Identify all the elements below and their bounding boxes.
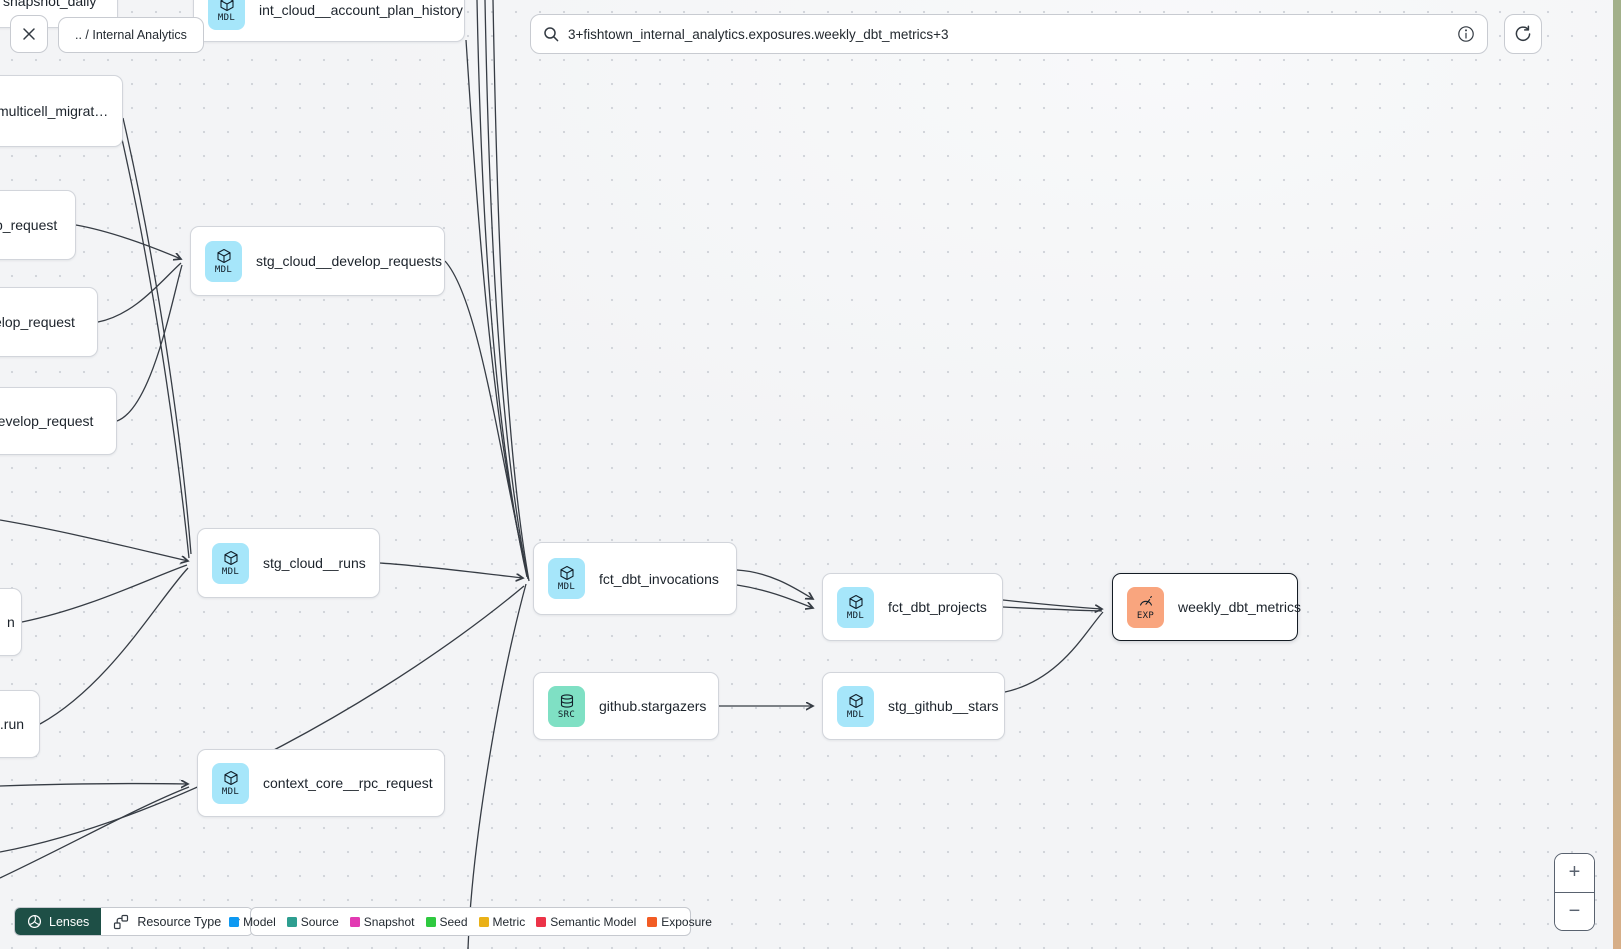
node-velop-request[interactable]: velop_request [0, 287, 98, 357]
node-label: stg_cloud__develop_requests [256, 253, 443, 269]
lenses-button[interactable]: Lenses [15, 908, 102, 935]
model-icon [223, 770, 238, 785]
exposure-icon [1139, 595, 1152, 606]
node-fct-dbt-invocations[interactable]: MDL fct_dbt_invocations [533, 542, 737, 615]
breadcrumb-label: .. / Internal Analytics [75, 28, 187, 42]
source-swatch [286, 916, 297, 927]
node-label: int_cloud__account_plan_history [259, 1, 463, 18]
resource-type-label: Resource Type [137, 914, 222, 929]
node-label: multicell_migrat… [0, 103, 109, 119]
node-label: stg_cloud__runs [263, 555, 366, 571]
node-label: fct_dbt_invocations [599, 570, 719, 587]
node-label: snapshot_daily [3, 0, 97, 9]
search-icon [544, 27, 559, 42]
node-github-stargazers[interactable]: SRC github.stargazers [533, 672, 719, 740]
resource-type-legend: Model Source Snapshot Seed Metric Semant… [229, 907, 712, 936]
node-context-core-rpc-request[interactable]: MDL context_core__rpc_request [197, 749, 445, 817]
exposure-swatch [647, 916, 658, 927]
breadcrumb[interactable]: .. / Internal Analytics [58, 17, 204, 53]
desktop-wallpaper-edge [1613, 0, 1621, 949]
node-int-cloud-account-plan-history[interactable]: MDL int_cloud__account_plan_history [193, 0, 465, 42]
close-button[interactable] [10, 15, 48, 53]
search-bar [530, 14, 1488, 54]
lenses-icon [27, 914, 42, 929]
close-icon [23, 28, 35, 40]
model-badge: MDL [837, 586, 874, 628]
model-icon [848, 594, 863, 609]
resource-type-button[interactable]: Resource Type [101, 908, 253, 935]
legend-item-seed: Seed [425, 915, 468, 929]
node-label: velop_request [0, 314, 75, 330]
legend-item-model: Model [229, 915, 276, 929]
model-badge: MDL [208, 0, 245, 30]
model-icon [219, 0, 234, 12]
node-label: weekly_dbt_metrics [1178, 599, 1301, 615]
node-label: p_request [0, 217, 58, 233]
source-badge: SRC [548, 685, 585, 727]
node-develop-request[interactable]: .develop_request [0, 387, 117, 455]
lens-toolbar: Lenses Resource Type [14, 907, 254, 936]
node-n[interactable]: n [0, 588, 22, 656]
node-label: context_core__rpc_request [263, 775, 433, 791]
zoom-controls: + − [1554, 853, 1595, 931]
node-fct-dbt-projects[interactable]: MDL fct_dbt_projects [822, 573, 1003, 641]
refresh-icon [1515, 25, 1531, 42]
snapshot-swatch [349, 916, 360, 927]
legend-item-snapshot: Snapshot [349, 915, 415, 929]
model-badge: MDL [212, 762, 249, 804]
zoom-out-button[interactable]: − [1555, 892, 1594, 930]
model-badge: MDL [548, 558, 585, 599]
legend-item-exposure: Exposure [647, 915, 712, 929]
node-label: fct_dbt_projects [888, 599, 987, 615]
model-icon [848, 693, 863, 708]
info-icon[interactable] [1457, 25, 1475, 43]
node-label: t.run [0, 716, 25, 732]
node-label: n [7, 614, 15, 630]
model-badge: MDL [212, 542, 249, 584]
source-icon [560, 693, 573, 708]
node-stg-cloud-runs[interactable]: MDL stg_cloud__runs [197, 528, 380, 598]
model-badge: MDL [837, 685, 874, 727]
resource-type-icon [114, 914, 129, 929]
model-icon [223, 550, 238, 565]
lenses-label: Lenses [49, 914, 90, 929]
search-input[interactable] [568, 26, 1448, 42]
node-stg-github-stars[interactable]: MDL stg_github__stars [822, 672, 1005, 740]
node-p-request[interactable]: p_request [0, 190, 76, 260]
node-stg-cloud-develop-requests[interactable]: MDL stg_cloud__develop_requests [190, 226, 445, 296]
legend-item-semantic-model: Semantic Model [536, 915, 636, 929]
node-label: stg_github__stars [888, 698, 999, 714]
model-swatch [229, 916, 240, 927]
node-weekly-dbt-metrics[interactable]: EXP weekly_dbt_metrics [1112, 573, 1301, 641]
model-badge: MDL [205, 240, 242, 282]
node-label: .develop_request [0, 413, 94, 429]
node-t-run[interactable]: t.run [0, 690, 40, 758]
exposure-badge: EXP [1127, 586, 1164, 628]
metric-swatch [478, 916, 489, 927]
node-multicell-migrat[interactable]: multicell_migrat… [0, 75, 123, 147]
node-label: github.stargazers [599, 698, 707, 714]
model-icon [559, 565, 574, 581]
legend-item-source: Source [286, 915, 339, 929]
seed-swatch [425, 916, 436, 927]
semantic-model-swatch [536, 916, 547, 927]
refresh-button[interactable] [1504, 14, 1542, 54]
zoom-in-button[interactable]: + [1555, 854, 1594, 893]
legend-item-metric: Metric [478, 915, 525, 929]
model-icon [216, 248, 231, 263]
